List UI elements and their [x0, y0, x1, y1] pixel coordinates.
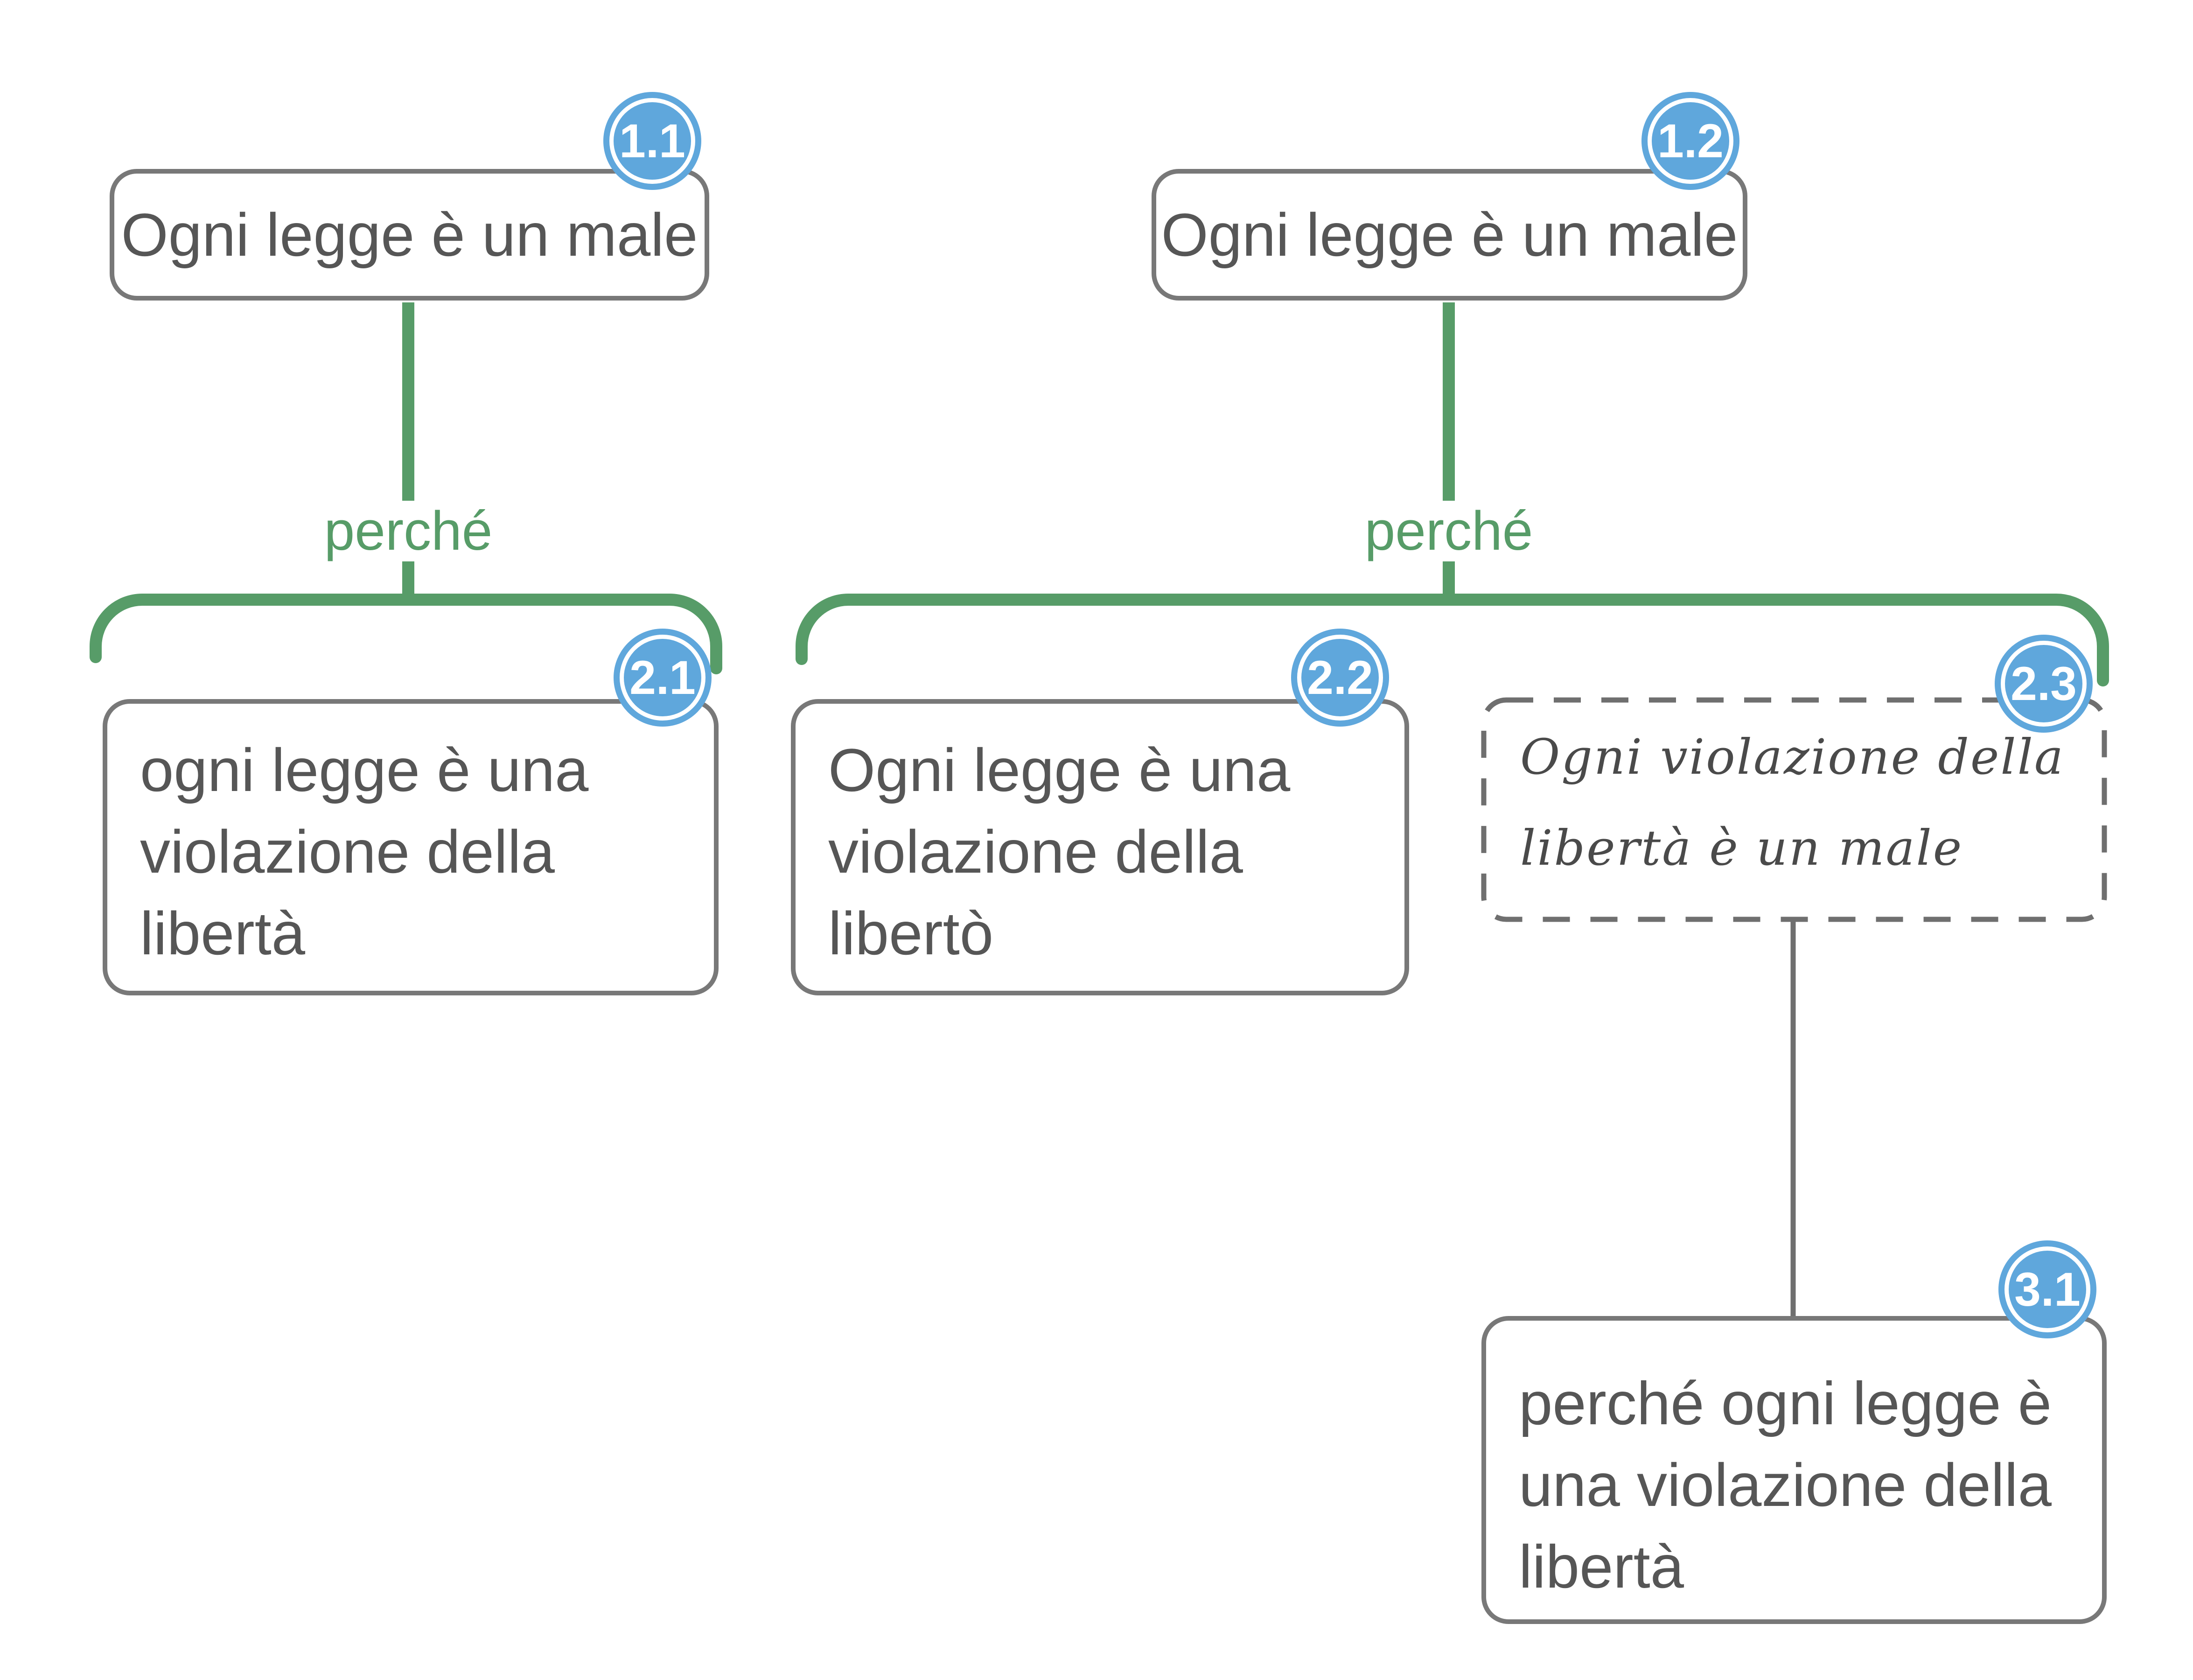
support-bracket-right: [796, 594, 2109, 686]
premise-text-line: violazione della: [140, 818, 555, 886]
premise-text-line: Ogni legge è una: [828, 736, 1291, 804]
claim-node-1-2[interactable]: Ogni legge è un male: [1152, 169, 1747, 301]
badge-label: 1.2: [1657, 114, 1724, 168]
claim-node-1-1[interactable]: Ogni legge è un male: [110, 169, 709, 301]
support-bracket-left: [90, 594, 722, 674]
badge-2-1[interactable]: 2.1: [614, 629, 712, 727]
premise-node-2-2[interactable]: Ogni legge è una violazione della libert…: [791, 699, 1409, 995]
handwritten-text-line: libertà è un male: [1520, 819, 1963, 876]
claim-text: Ogni legge è un male: [121, 200, 698, 269]
premise-text-line: libertò: [828, 899, 994, 967]
edge-label-perche-right: perché: [1351, 501, 1546, 561]
handwritten-text-line: Ogni violazione della: [1520, 728, 2065, 785]
claim-text: Ogni legge è un male: [1161, 200, 1738, 269]
badge-label: 3.1: [2014, 1262, 2081, 1316]
badge-label: 2.2: [1307, 651, 1373, 704]
badge-label: 2.3: [2011, 657, 2077, 710]
badge-3-1[interactable]: 3.1: [1998, 1240, 2096, 1338]
reason-node-3-1[interactable]: perché ogni legge è una violazione della…: [1481, 1316, 2107, 1624]
reason-text-line: libertà: [1519, 1533, 1684, 1601]
premise-node-2-1[interactable]: ogni legge è una violazione della libert…: [103, 699, 719, 995]
badge-label: 1.1: [619, 114, 685, 168]
badge-1-1[interactable]: 1.1: [603, 92, 701, 190]
premise-text-line: libertà: [140, 899, 306, 967]
badge-1-2[interactable]: 1.2: [1641, 92, 1739, 190]
premise-text-line: violazione della: [828, 818, 1243, 886]
badge-label: 2.1: [629, 651, 696, 704]
premise-text-line: ogni legge è una: [140, 736, 589, 804]
edge-label-perche-left: perché: [311, 501, 506, 561]
badge-2-2[interactable]: 2.2: [1291, 629, 1389, 727]
badge-2-3[interactable]: 2.3: [1995, 635, 2093, 733]
sketch-node-dashed-border: [1481, 697, 2107, 922]
reason-text-line: una violazione della: [1519, 1451, 2052, 1519]
reason-text-line: perché ogni legge è: [1519, 1369, 2052, 1437]
sketch-premise-node-2-3[interactable]: Ogni violazione della libertà è un male: [1484, 700, 2104, 919]
